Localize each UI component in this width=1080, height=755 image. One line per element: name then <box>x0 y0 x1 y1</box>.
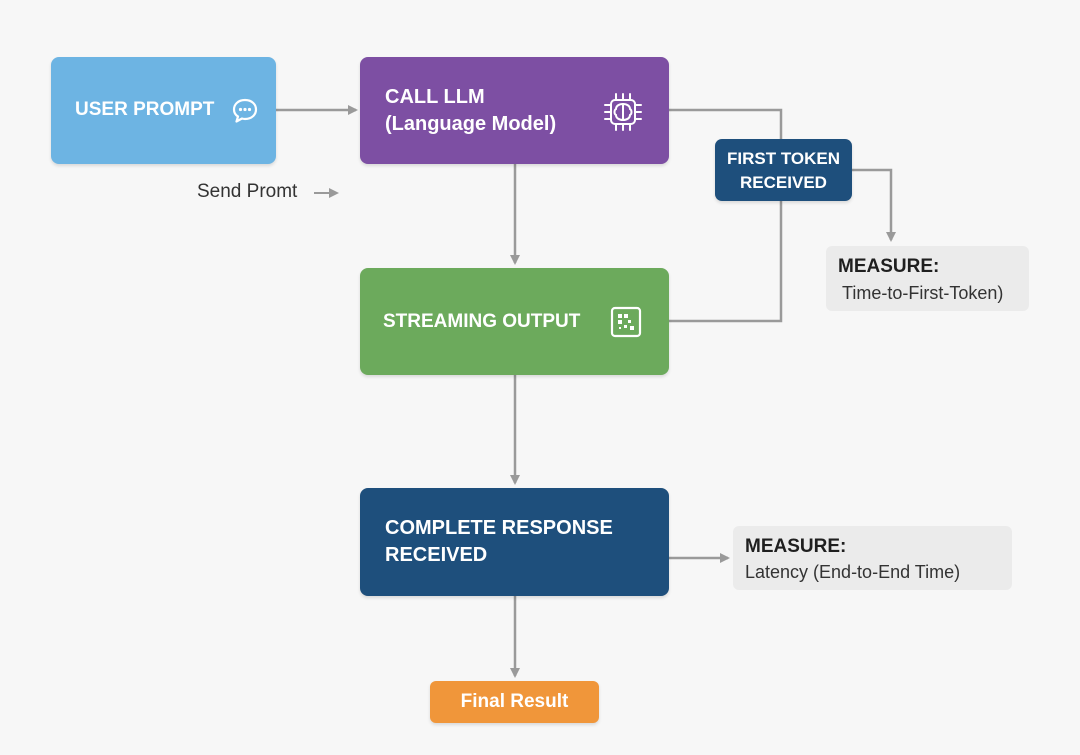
streaming-output-node: STREAMING OUTPUT <box>360 268 669 375</box>
final-result-label: Final Result <box>460 691 569 712</box>
arrow-first-token-to-measure <box>852 168 896 242</box>
complete-response-node: COMPLETE RESPONSE RECEIVED <box>360 488 669 596</box>
first-token-subtitle: RECEIVED <box>740 173 827 192</box>
call-llm-title: CALL LLM <box>385 86 485 108</box>
measure-latency-heading: MEASURE: <box>745 536 847 557</box>
send-prompt-label: Send Promt <box>197 181 298 202</box>
complete-response-title: COMPLETE RESPONSE <box>385 517 613 539</box>
streaming-output-label: STREAMING OUTPUT <box>383 311 581 332</box>
call-llm-node: CALL LLM (Language Model) <box>360 57 669 164</box>
call-llm-subtitle: (Language Model) <box>385 113 557 135</box>
measure-ttft-heading: MEASURE: <box>838 256 940 277</box>
measure-latency-box: MEASURE: Latency (End-to-End Time) <box>733 526 1012 590</box>
first-token-title: FIRST TOKEN <box>726 149 841 168</box>
measure-latency-text: Latency (End-to-End Time) <box>745 562 961 582</box>
user-prompt-label: USER PROMPT <box>75 99 215 120</box>
complete-response-subtitle: RECEIVED <box>385 544 488 566</box>
measure-ttft-text: Time-to-First-Token) <box>842 283 1004 303</box>
first-token-node: FIRST TOKEN RECEIVED <box>715 139 852 201</box>
line-first-token-to-streaming <box>669 201 783 323</box>
final-result-node: Final Result <box>430 681 599 723</box>
brain-chip-icon <box>604 93 642 131</box>
streaming-grid-icon <box>610 306 642 338</box>
line-llm-to-first-token <box>669 108 783 139</box>
chat-bubble-icon <box>232 98 258 123</box>
measure-ttft-box: MEASURE: Time-to-First-Token) <box>826 246 1029 311</box>
user-prompt-node: USER PROMPT <box>51 57 276 164</box>
